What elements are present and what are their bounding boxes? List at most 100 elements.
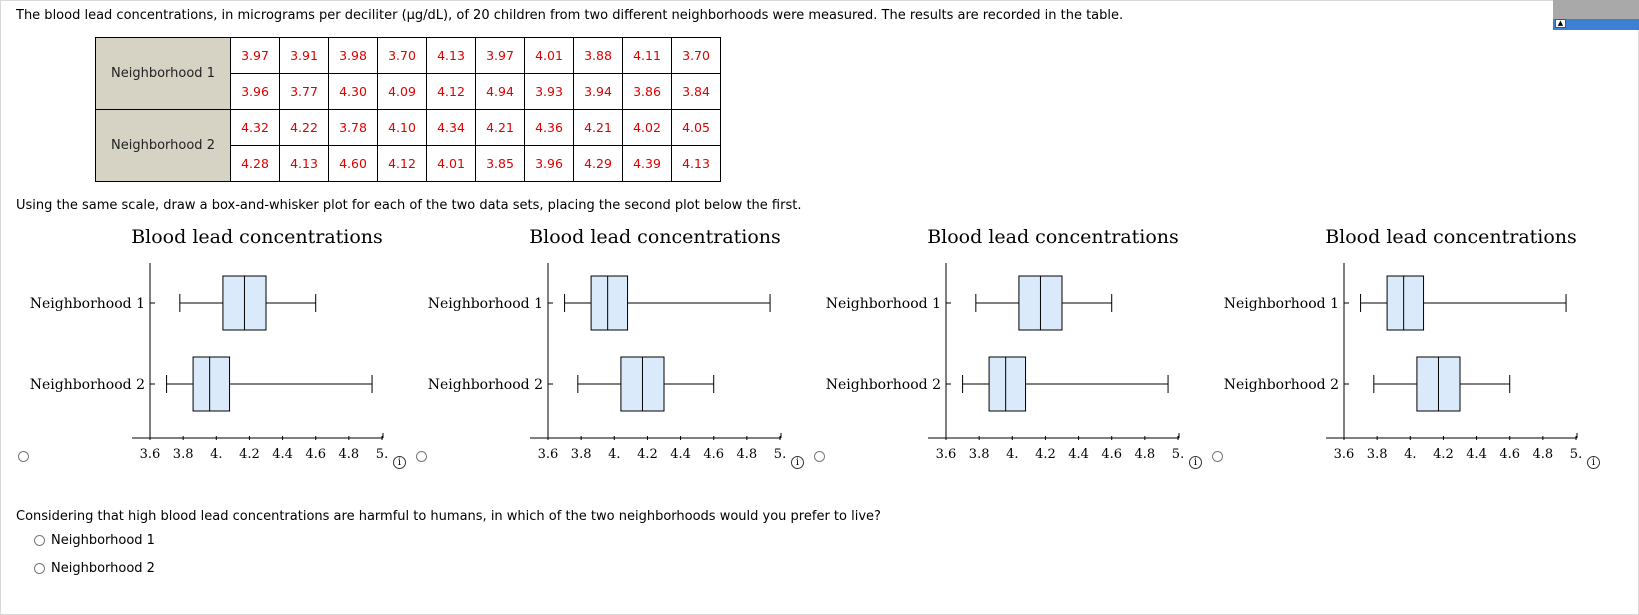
x-tick-label: 3.8	[969, 447, 990, 462]
x-tick-label: 4.4	[1068, 447, 1089, 462]
category-label: Neighborhood 2	[1224, 377, 1339, 393]
plot-option-radio[interactable]	[18, 451, 29, 462]
intro-text: The blood lead concentrations, in microg…	[16, 8, 1124, 23]
x-tick-label: 4.8	[339, 447, 360, 462]
x-tick-label: 4.8	[1533, 447, 1554, 462]
table-cell: 3.96	[230, 73, 280, 110]
table-cell: 4.01	[426, 145, 476, 182]
choice-neighborhood-2[interactable]: Neighborhood 2	[34, 561, 155, 576]
table-cell: 3.97	[475, 37, 525, 74]
x-tick-label: 4.4	[1466, 447, 1487, 462]
category-label: Neighborhood 2	[428, 377, 543, 393]
x-tick-label: 4.2	[1035, 447, 1056, 462]
x-tick-label: 4.2	[637, 447, 658, 462]
table-cell: 3.97	[230, 37, 280, 74]
x-tick-label: 3.6	[538, 447, 559, 462]
box	[1386, 275, 1425, 331]
choice-neighborhood-1[interactable]: Neighborhood 1	[34, 533, 155, 548]
info-icon[interactable]: i	[1189, 456, 1202, 469]
info-icon[interactable]: i	[791, 456, 804, 469]
radio-button[interactable]	[34, 563, 45, 574]
x-tick-label: 3.6	[140, 447, 161, 462]
x-tick-label: 3.6	[936, 447, 957, 462]
info-icon[interactable]: i	[393, 456, 406, 469]
table-cell: 4.13	[671, 145, 721, 182]
table-cell: 3.94	[573, 73, 623, 110]
x-tick-label: 5.	[1172, 447, 1184, 462]
plot-title: Blood lead concentrations	[529, 226, 781, 248]
plot-option-radio[interactable]	[814, 451, 825, 462]
x-tick-label: 4.	[1006, 447, 1018, 462]
x-tick-label: 5.	[376, 447, 388, 462]
table-cell: 3.78	[328, 109, 378, 146]
table-cell: 3.86	[622, 73, 672, 110]
row-header: Neighborhood 1	[95, 37, 231, 110]
row-header: Neighborhood 2	[95, 109, 231, 182]
table-cell: 3.93	[524, 73, 574, 110]
x-tick-label: 4.8	[737, 447, 758, 462]
table-cell: 4.05	[671, 109, 721, 146]
category-label: Neighborhood 1	[30, 296, 145, 312]
box-plot: Blood lead concentrations 3.6 3.8 4. 4.2 4.4 4…	[826, 226, 1184, 462]
info-icon[interactable]: i	[1587, 456, 1600, 469]
table-cell: 4.02	[622, 109, 672, 146]
table-cell: 4.10	[377, 109, 427, 146]
table-cell: 4.11	[622, 37, 672, 74]
x-tick-label: 4.6	[1499, 447, 1520, 462]
table-cell: 4.34	[426, 109, 476, 146]
table-cell: 3.84	[671, 73, 721, 110]
choice-label: Neighborhood 2	[51, 561, 155, 576]
table-cell: 4.12	[426, 73, 476, 110]
plot-title: Blood lead concentrations	[131, 226, 383, 248]
x-tick-label: 4.4	[670, 447, 691, 462]
category-label: Neighborhood 2	[826, 377, 941, 393]
table-cell: 4.30	[328, 73, 378, 110]
x-tick-label: 4.2	[1433, 447, 1454, 462]
x-tick-label: 4.6	[305, 447, 326, 462]
x-tick-label: 4.6	[703, 447, 724, 462]
plot-option-radio[interactable]	[1212, 451, 1223, 462]
radio-button[interactable]	[34, 535, 45, 546]
x-tick-label: 3.8	[571, 447, 592, 462]
x-tick-label: 4.6	[1101, 447, 1122, 462]
table-cell: 3.77	[279, 73, 329, 110]
table-cell: 3.91	[279, 37, 329, 74]
table-cell: 4.21	[573, 109, 623, 146]
x-tick-label: 4.2	[239, 447, 260, 462]
box	[988, 356, 1027, 412]
box	[590, 275, 629, 331]
x-tick-label: 4.	[1404, 447, 1416, 462]
scroll-widget[interactable]: ▲	[1553, 0, 1639, 30]
x-tick-label: 4.8	[1135, 447, 1156, 462]
box	[192, 356, 231, 412]
table-cell: 4.21	[475, 109, 525, 146]
plot-option-radio[interactable]	[416, 451, 427, 462]
table-cell: 3.88	[573, 37, 623, 74]
x-tick-label: 4.4	[272, 447, 293, 462]
table-cell: 4.01	[524, 37, 574, 74]
table-cell: 4.22	[279, 109, 329, 146]
table-cell: 3.98	[328, 37, 378, 74]
table-cell: 4.39	[622, 145, 672, 182]
plot-title: Blood lead concentrations	[927, 226, 1179, 248]
choice-label: Neighborhood 1	[51, 533, 155, 548]
x-tick-label: 5.	[774, 447, 786, 462]
table-cell: 3.70	[671, 37, 721, 74]
table-cell: 4.12	[377, 145, 427, 182]
x-tick-label: 3.6	[1334, 447, 1355, 462]
table-cell: 3.96	[524, 145, 574, 182]
table-cell: 3.70	[377, 37, 427, 74]
box-plot: Blood lead concentrations 3.6 3.8 4. 4.2 4.4 4…	[428, 226, 786, 462]
x-tick-label: 3.8	[1367, 447, 1388, 462]
question-text: Considering that high blood lead concent…	[16, 509, 881, 524]
collapse-icon[interactable]: ▲	[1555, 19, 1566, 28]
category-label: Neighborhood 1	[428, 296, 543, 312]
x-tick-label: 4.	[608, 447, 620, 462]
table-cell: 4.13	[279, 145, 329, 182]
